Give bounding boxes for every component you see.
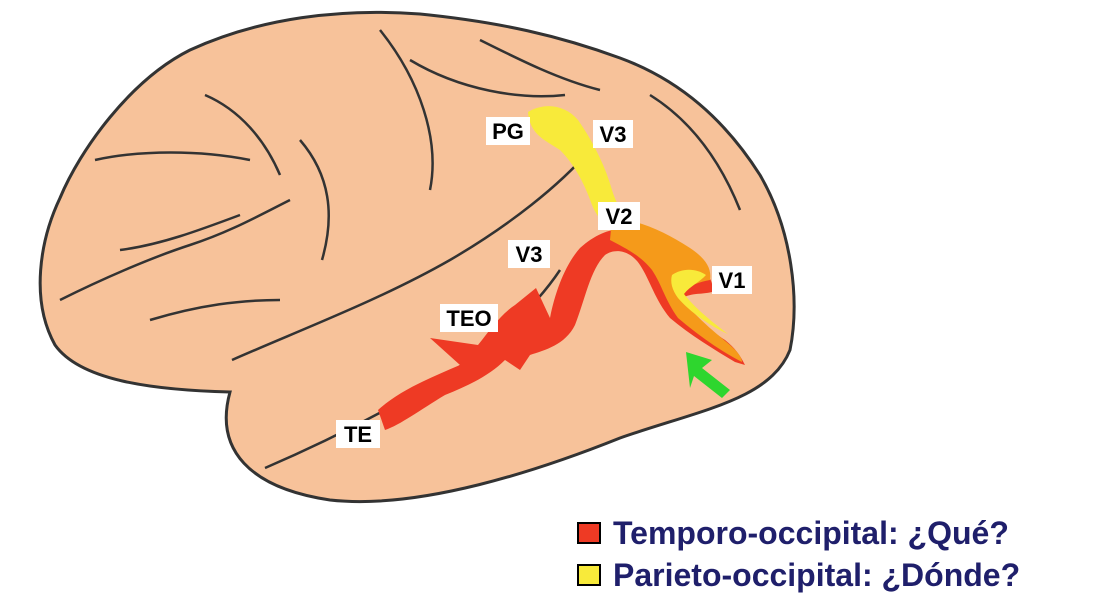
svg-text:V2: V2	[606, 204, 633, 229]
label-v2: V2	[598, 202, 640, 230]
svg-text:TEO: TEO	[446, 306, 491, 331]
legend-item-temporo-occipital: Temporo-occipital: ¿Qué?	[577, 512, 1020, 554]
legend: Temporo-occipital: ¿Qué? Parieto-occipit…	[577, 512, 1020, 596]
legend-swatch-red	[577, 522, 601, 544]
label-v3-ventral: V3	[508, 240, 550, 268]
svg-text:V3: V3	[600, 122, 627, 147]
label-te: TE	[336, 420, 380, 448]
svg-text:V1: V1	[719, 268, 746, 293]
svg-text:PG: PG	[492, 119, 524, 144]
label-v1: V1	[712, 266, 752, 294]
svg-text:TE: TE	[344, 422, 372, 447]
label-v3-dorsal: V3	[593, 120, 633, 148]
legend-swatch-yellow	[577, 564, 601, 586]
legend-label: Parieto-occipital: ¿Dónde?	[613, 557, 1020, 594]
svg-text:V3: V3	[516, 242, 543, 267]
label-pg: PG	[486, 117, 530, 145]
legend-label: Temporo-occipital: ¿Qué?	[613, 515, 1009, 552]
label-teo: TEO	[440, 304, 498, 332]
legend-item-parieto-occipital: Parieto-occipital: ¿Dónde?	[577, 554, 1020, 596]
